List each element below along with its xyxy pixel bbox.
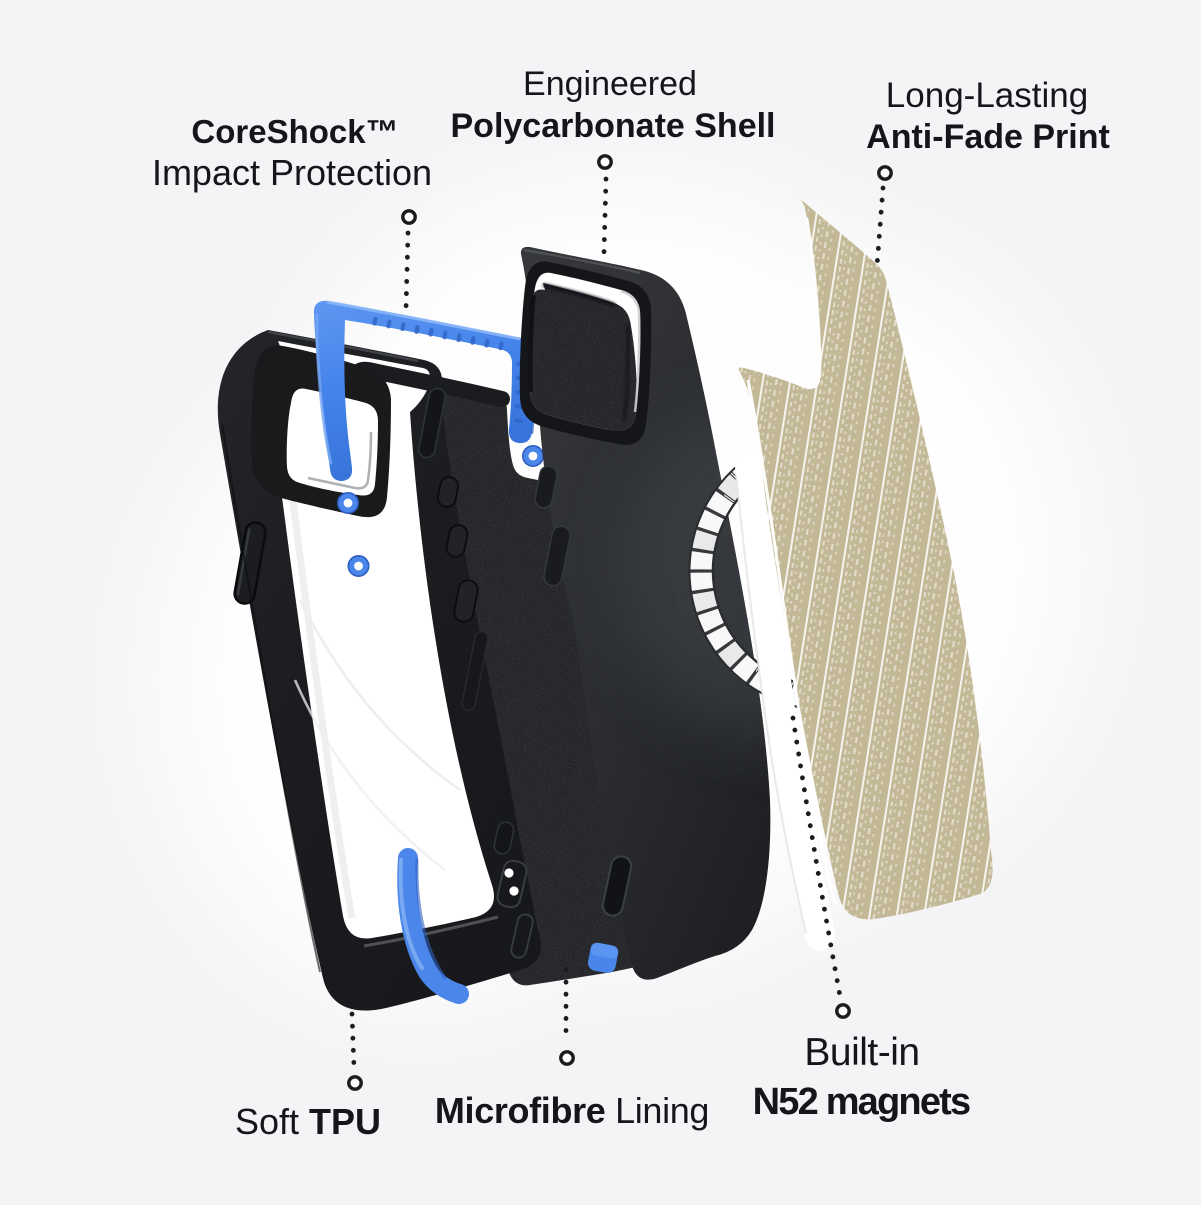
svg-text:Polycarbonate Shell: Polycarbonate Shell (451, 107, 776, 145)
svg-text:Microfibre Lining: Microfibre Lining (435, 1090, 709, 1131)
svg-text:Long-Lasting: Long-Lasting (886, 76, 1088, 115)
svg-text:N52 magnets: N52 magnets (753, 1081, 970, 1123)
svg-text:Engineered: Engineered (523, 65, 697, 103)
svg-text:Impact Protection: Impact Protection (152, 152, 432, 193)
svg-text:Anti-Fade Print: Anti-Fade Print (866, 118, 1110, 156)
svg-text:Built-in: Built-in (804, 1031, 919, 1074)
svg-text:CoreShock™: CoreShock™ (191, 113, 398, 150)
svg-text:Soft TPU: Soft TPU (235, 1101, 381, 1142)
